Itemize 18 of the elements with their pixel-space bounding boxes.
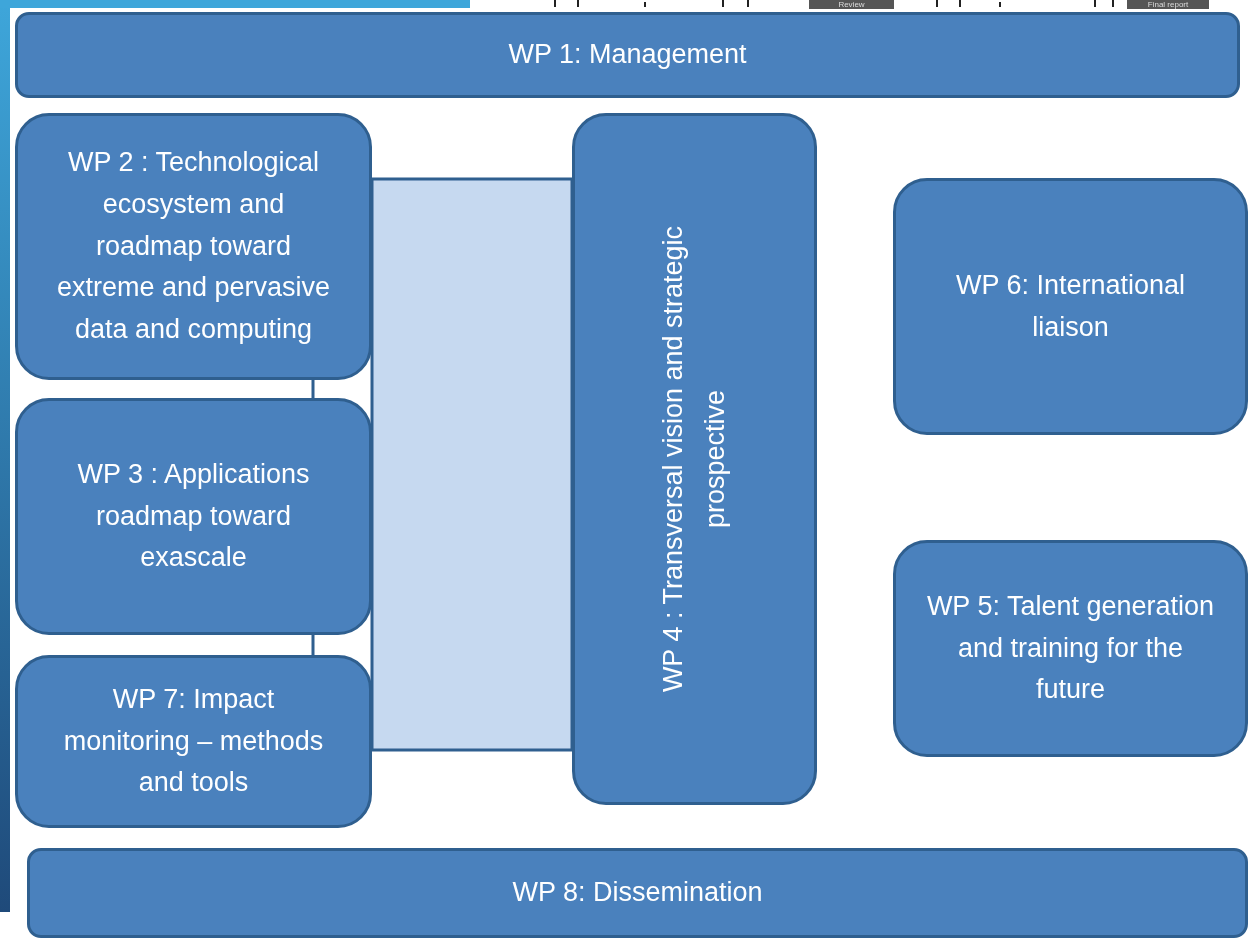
box-label: WP 3 : Applications roadmap toward exascale: [76, 457, 311, 575]
milestone-tag: Final report: [1127, 0, 1209, 9]
box-label: WP 5: Talent generation and training for the future: [925, 589, 1216, 707]
work-package-box: [15, 12, 1240, 98]
work-package-box: [893, 540, 1248, 757]
work-package-box: [27, 848, 1248, 938]
box-label: WP 4 : Transversal vision and strategic prospective: [656, 224, 731, 695]
box-label: WP 8: Dissemination: [511, 876, 764, 910]
box-label: WP 7: Impact monitoring – methods and tools: [62, 682, 325, 800]
work-package-box: [15, 113, 372, 380]
work-package-box: [15, 398, 372, 635]
work-package-box: [893, 178, 1248, 435]
work-package-box: [572, 113, 817, 805]
milestone-tag: Review: [809, 0, 894, 9]
work-package-box: [15, 655, 372, 828]
box-label: WP 1: Management: [507, 38, 748, 72]
box-label: WP 6: International liaison: [954, 268, 1187, 344]
box-label: WP 2 : Technological ecosystem and roadmap toward extreme and pervasive data and computing: [55, 145, 332, 347]
